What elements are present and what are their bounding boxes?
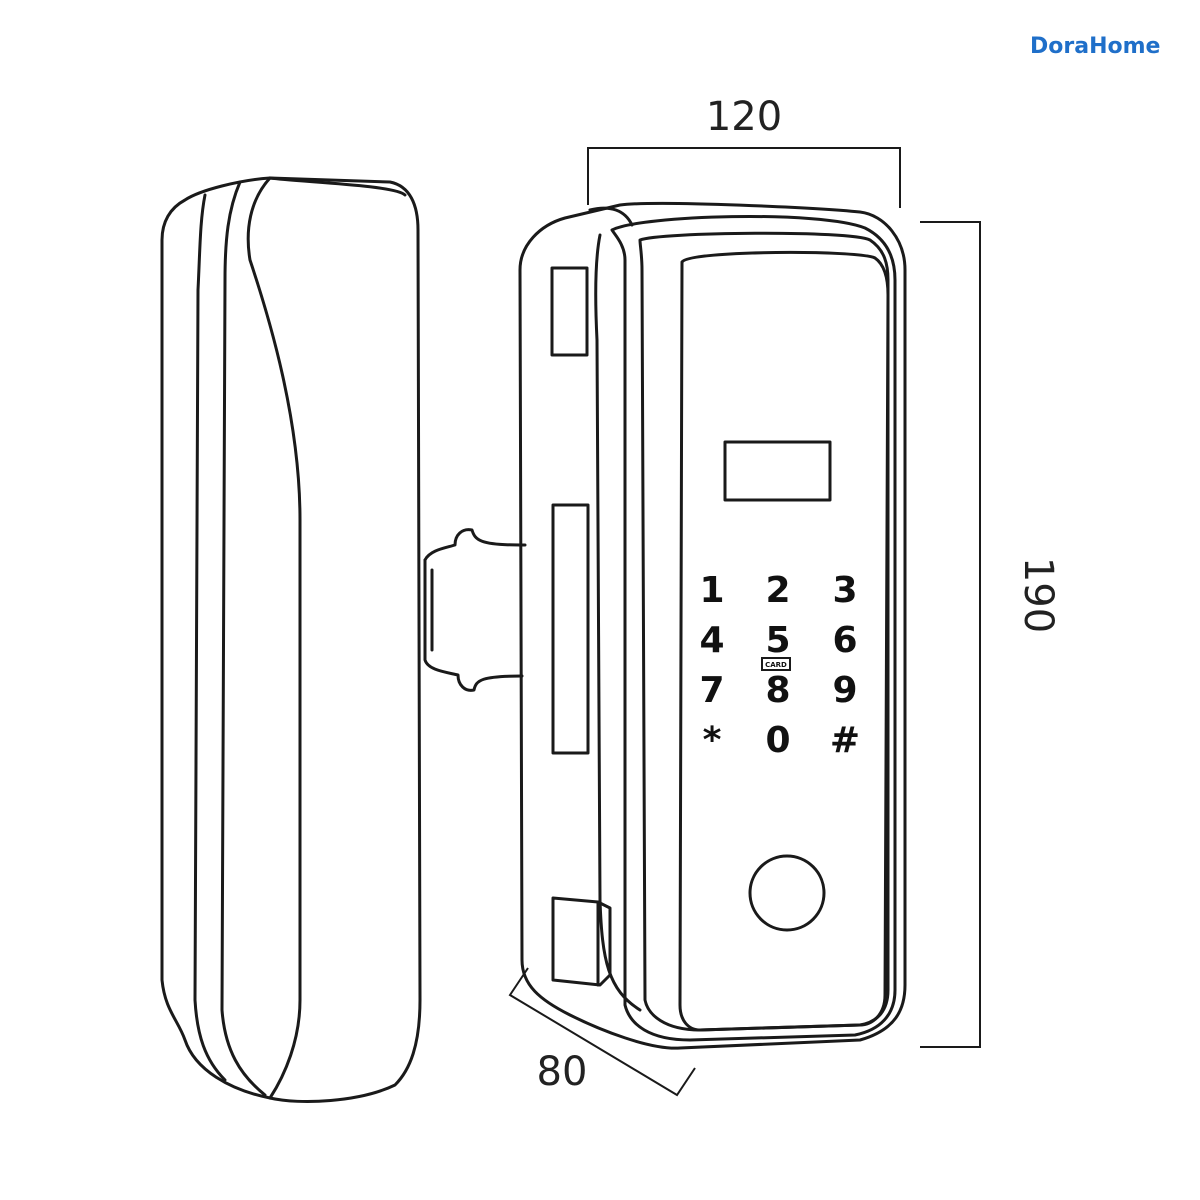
card-reader-badge <box>761 657 791 671</box>
keypad-key: 2 <box>765 570 790 611</box>
depth-label: 80 <box>537 1049 588 1095</box>
keypad-key: # <box>830 720 860 761</box>
height-dimension: 190 <box>920 221 1061 1048</box>
width-label: 120 <box>706 94 782 140</box>
keypad-key: 6 <box>832 620 857 661</box>
brand-logo: DoraHome <box>1030 34 1161 59</box>
height-label: 190 <box>1015 557 1061 633</box>
keypad-key: 3 <box>832 570 857 611</box>
keypad-key: * <box>703 720 722 761</box>
keypad-key: 1 <box>699 570 724 611</box>
card-reader-label: CARD <box>765 661 787 669</box>
connector-bar <box>423 528 527 692</box>
keypad-key: 4 <box>699 620 724 661</box>
inner-handle-unit <box>160 176 422 1104</box>
keypad-key: 8 <box>765 670 790 711</box>
depth-dimension: 80 <box>508 967 696 1097</box>
keypad-key: 7 <box>699 670 724 711</box>
keypad-key: 9 <box>832 670 857 711</box>
keypad-key: 5 <box>765 620 790 661</box>
outer-lock-body <box>518 201 907 1050</box>
keypad-key: 0 <box>765 720 790 761</box>
width-dimension: 120 <box>587 94 901 208</box>
